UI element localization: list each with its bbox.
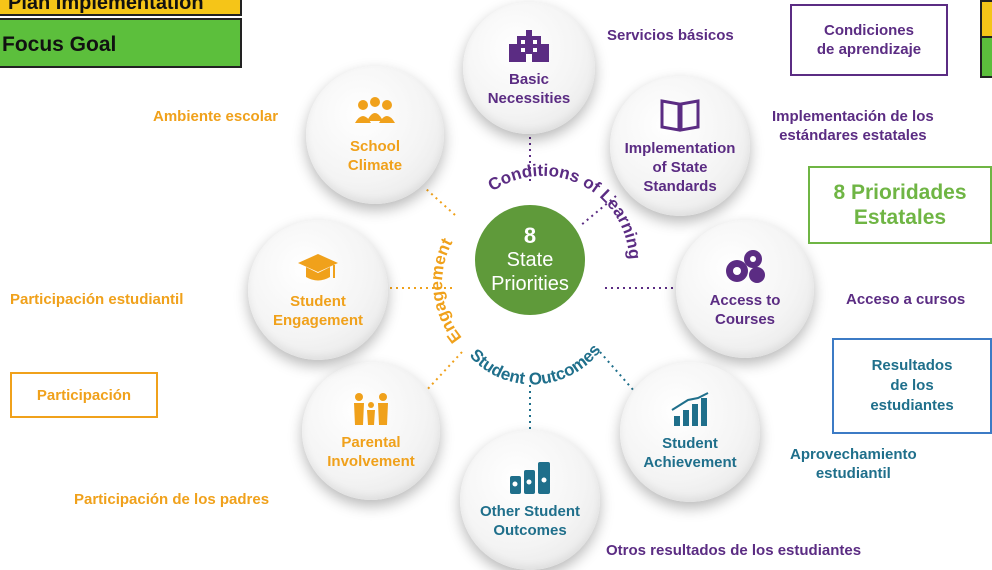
conditions-of-learning-box: Condiciones de aprendizaje bbox=[790, 4, 948, 76]
spanish-student-engagement: Participación estudiantil bbox=[10, 291, 184, 308]
spanish-parental-involvement: Participación de los padres bbox=[74, 491, 270, 508]
priority-label: Other Student Outcomes bbox=[480, 503, 580, 539]
priority-label: Access to Courses bbox=[709, 292, 781, 328]
center-number: 8 bbox=[523, 223, 537, 248]
spanish-student-achievement: Aprovechamiento estudiantil bbox=[790, 446, 917, 482]
open-book-icon bbox=[660, 98, 700, 132]
center-line1: State bbox=[506, 249, 554, 271]
student-results-box: Resultados de los estudiantes bbox=[832, 338, 992, 434]
connector-parental bbox=[424, 351, 463, 393]
graduation-cap-icon bbox=[298, 254, 338, 281]
science-arts-icon bbox=[726, 250, 765, 283]
state-priorities-center: 8 State Priorities bbox=[475, 205, 585, 315]
school-building-icon bbox=[509, 30, 549, 62]
spanish-school-climate: Ambiente escolar bbox=[153, 108, 279, 125]
priority-parental-involvement: Parental Involvement bbox=[302, 362, 440, 500]
spanish-access-to-courses: Acceso a cursos bbox=[846, 291, 966, 308]
spanish-basic-necessities: Servicios básicos bbox=[607, 27, 734, 44]
center-line2: Priorities bbox=[491, 273, 569, 295]
priority-state-standards: Implementation of State Standards bbox=[610, 76, 750, 216]
priority-school-climate: School Climate bbox=[306, 66, 444, 204]
corner-green-tab bbox=[980, 36, 992, 78]
priority-basic-necessities: Basic Necessities bbox=[463, 2, 595, 134]
spanish-state-standards: Implementación de los estándares estatal… bbox=[772, 108, 934, 144]
priority-label: Student Achievement bbox=[643, 435, 737, 471]
priority-student-engagement: Student Engagement bbox=[248, 220, 388, 360]
activity-bars-icon bbox=[510, 462, 550, 494]
priority-label: School Climate bbox=[347, 138, 403, 174]
family-icon bbox=[354, 393, 388, 425]
priority-student-achievement: Student Achievement bbox=[620, 362, 760, 502]
plan-implementation-banner: Plan Implementation bbox=[0, 0, 242, 16]
priority-label: Parental Involvement bbox=[327, 434, 415, 470]
priority-other-outcomes: Other Student Outcomes bbox=[460, 430, 600, 570]
state-priorities-box: 8 Prioridades Estatales bbox=[808, 166, 992, 244]
focus-goal-banner: Focus Goal bbox=[0, 18, 242, 68]
priority-access-to-courses: Access to Courses bbox=[676, 220, 814, 358]
connector-achievement bbox=[599, 351, 636, 393]
ring-outcomes-label: Student Outcomes bbox=[466, 340, 604, 388]
connector-standards bbox=[579, 195, 617, 227]
priority-label: Student Engagement bbox=[272, 293, 363, 329]
priority-label: Implementation of State Standards bbox=[624, 139, 736, 195]
ring-engagement-label: Engagement bbox=[427, 235, 465, 347]
bar-growth-icon bbox=[671, 392, 709, 426]
spanish-other-outcomes: Otros resultados de los estudiantes bbox=[606, 542, 862, 559]
connector-climate bbox=[424, 187, 456, 216]
people-group-icon bbox=[355, 97, 395, 123]
priority-label: Basic Necessities bbox=[487, 71, 571, 107]
participation-box: Participación bbox=[10, 372, 158, 418]
